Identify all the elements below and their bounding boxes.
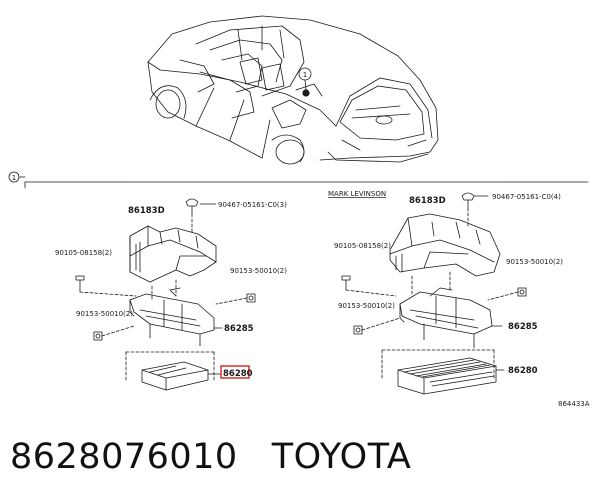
parts-diagram: 1 1 MARK LEVINSON 86183D 90467-05161-C0(… xyxy=(8,15,590,408)
lower-bracket xyxy=(399,287,493,349)
drawing-number: 864433A xyxy=(558,400,590,408)
part-label-clip-right: 90467-05161-C0(4) xyxy=(492,193,561,201)
clip-icon xyxy=(185,198,217,215)
upper-cover-bracket xyxy=(129,225,217,283)
section-marker: 1 xyxy=(12,174,16,182)
part-label-86183d-right: 86183D xyxy=(409,196,446,206)
part-caption: 8628076010 TOYOTA xyxy=(10,432,411,482)
part-label-clip-left: 90467-05161-C0(3) xyxy=(218,201,287,209)
right-assembly xyxy=(341,192,527,395)
part-label-bolt-right-right: 90153-50010(2) xyxy=(506,258,563,266)
bolt-icon xyxy=(353,317,401,335)
part-label-86183d-left: 86183D xyxy=(128,206,165,216)
upper-cover-bracket xyxy=(389,213,501,277)
bolt-icon xyxy=(215,293,256,305)
brand-name: TOYOTA xyxy=(271,437,412,477)
part-label-bolt-right-left: 90153-50010(2) xyxy=(230,267,287,275)
highlight-box xyxy=(220,365,250,379)
amplifier-unit xyxy=(141,361,209,391)
lower-bracket xyxy=(129,287,215,347)
part-label-86280-left: 86280 xyxy=(223,369,253,379)
part-label-bolt-left-right: 90153-50010(2) xyxy=(338,302,395,310)
part-label-86285-left: 86285 xyxy=(224,324,254,334)
part-label-screw-left: 90105-08158(2) xyxy=(55,249,112,257)
part-label-screw-right: 90105-08158(2) xyxy=(334,242,391,250)
clip-icon xyxy=(461,192,489,209)
amplifier-unit xyxy=(397,357,497,395)
vehicle-illustration xyxy=(147,15,439,165)
part-label-86280-right: 86280 xyxy=(508,366,538,376)
part-number: 8628076010 xyxy=(10,437,238,477)
left-assembly xyxy=(75,198,256,391)
part-label-bolt-left-left: 90153-50010(2) xyxy=(76,310,133,318)
part-label-86285-right: 86285 xyxy=(508,322,538,332)
bolt-icon xyxy=(93,325,135,341)
screw-icon xyxy=(75,275,137,297)
screw-icon xyxy=(341,275,397,297)
section-frame xyxy=(8,171,589,189)
bolt-icon xyxy=(487,287,527,301)
callout-number: 1 xyxy=(303,71,307,79)
variant-label: MARK LEVINSON xyxy=(328,190,386,198)
